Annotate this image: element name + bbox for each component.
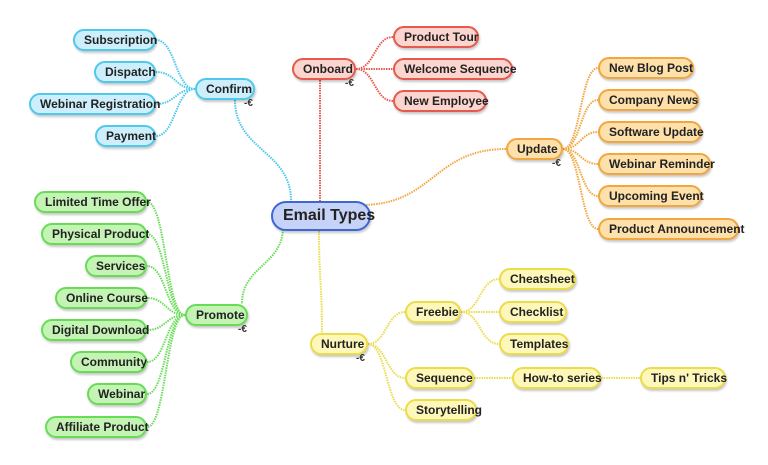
leaf-online-course[interactable]: Online Course: [55, 287, 148, 309]
collapse-toggle-confirm[interactable]: -€: [244, 98, 253, 109]
leaf-upcoming-event[interactable]: Upcoming Event: [598, 185, 704, 207]
root-node[interactable]: Email Types: [271, 201, 375, 231]
link-root-confirm: [234, 99, 292, 202]
collapse-toggle-promote[interactable]: -€: [238, 324, 247, 335]
branch-onboard[interactable]: Onboard: [292, 58, 356, 80]
leaf-dispatch[interactable]: Dispatch: [94, 61, 156, 83]
leaf-physical-product[interactable]: Physical Product: [41, 223, 149, 245]
branch-confirm[interactable]: Confirm: [195, 78, 255, 100]
link-root-promote: [241, 226, 284, 305]
link-leaf-affiliate-product: [146, 314, 186, 428]
leaf-webinar[interactable]: Webinar: [87, 383, 147, 405]
collapse-toggle-update[interactable]: -€: [552, 158, 561, 169]
link-leaf-new-blog-post: [562, 67, 599, 150]
link-leaf-new-employee: [355, 68, 394, 102]
link-leaf-online-course: [146, 297, 186, 316]
leaf-software-update[interactable]: Software Update: [598, 121, 704, 143]
link-leaf-limited-time-offer: [146, 201, 186, 316]
collapse-toggle-nurture[interactable]: -€: [356, 353, 365, 364]
branch-promote[interactable]: Promote: [185, 304, 248, 326]
leaf-company-news[interactable]: Company News: [598, 89, 699, 111]
leaf-storytelling[interactable]: Storytelling: [405, 399, 482, 421]
leaf-welcome-sequence[interactable]: Welcome Sequence: [393, 58, 517, 80]
link-leaf-payment: [155, 88, 196, 137]
node-sequence[interactable]: Sequence: [405, 367, 474, 389]
leaf-digital-download[interactable]: Digital Download: [41, 319, 149, 341]
link-leaf-company-news: [562, 99, 599, 150]
leaf-webinar-registration[interactable]: Webinar Registration: [29, 93, 160, 115]
leaf-new-employee[interactable]: New Employee: [393, 90, 489, 112]
leaf-cheatsheet[interactable]: Cheatsheet: [499, 268, 576, 290]
link-leaf-cheatsheet: [460, 278, 500, 313]
link-leaf-storytelling: [367, 343, 406, 411]
leaf-limited-time-offer[interactable]: Limited Time Offer: [34, 191, 151, 213]
leaf-product-tour[interactable]: Product Tour: [393, 26, 479, 48]
leaf-community[interactable]: Community: [70, 351, 147, 373]
leaf-payment[interactable]: Payment: [95, 125, 156, 147]
leaf-product-announcement[interactable]: Product Announcement: [598, 218, 745, 240]
link-root-update: [360, 148, 507, 206]
collapse-toggle-onboard[interactable]: -€: [345, 78, 354, 89]
link-leaf-dispatch: [155, 71, 196, 90]
link-leaf-physical-product: [146, 233, 186, 316]
link-leaf-upcoming-event: [562, 148, 599, 197]
leaf-webinar-reminder[interactable]: Webinar Reminder: [598, 153, 715, 175]
branch-nurture[interactable]: Nurture: [310, 333, 368, 355]
link-node-sequence: [367, 343, 406, 379]
node-freebie[interactable]: Freebie: [405, 301, 461, 323]
leaf-subscription[interactable]: Subscription: [73, 29, 157, 51]
link-leaf-digital-download: [146, 314, 186, 331]
link-leaf-webinar: [146, 314, 186, 395]
leaf-templates[interactable]: Templates: [499, 333, 569, 355]
leaf-checklist[interactable]: Checklist: [499, 301, 567, 323]
link-leaf-product-announcement: [562, 148, 599, 230]
leaf-services[interactable]: Services: [85, 255, 147, 277]
leaf-affiliate-product[interactable]: Affiliate Product: [45, 416, 149, 438]
link-node-freebie: [367, 311, 406, 345]
branch-update[interactable]: Update: [506, 138, 563, 160]
link-leaf-product-tour: [355, 36, 394, 70]
leaf-new-blog-post[interactable]: New Blog Post: [598, 57, 694, 79]
link-leaf-templates: [460, 311, 500, 345]
node-how-to-series[interactable]: How-to series: [512, 367, 602, 389]
leaf-tips-n-tricks[interactable]: Tips n' Tricks: [640, 367, 727, 389]
link-leaf-webinar-registration: [155, 88, 196, 105]
link-root-nurture: [318, 230, 323, 334]
